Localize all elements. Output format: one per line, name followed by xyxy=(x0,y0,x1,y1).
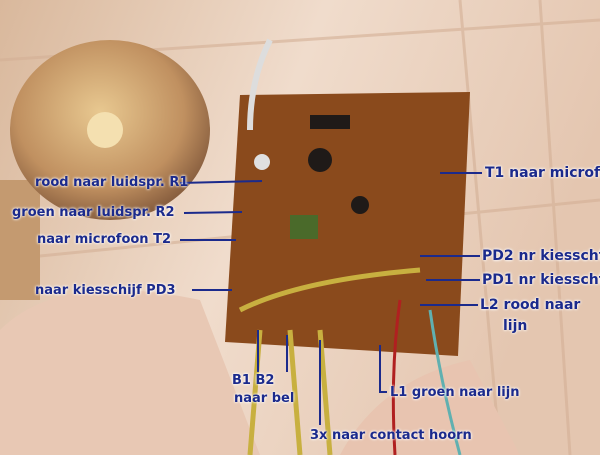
label-naar-bel: naar bel xyxy=(234,391,295,406)
label-pd1: PD1 nr kiesschf. xyxy=(482,272,600,288)
label-pd2: PD2 nr kiesschf. xyxy=(482,248,600,264)
annotation-lines xyxy=(179,172,482,425)
label-l2-cont: lijn xyxy=(503,318,528,334)
label-r2: groen naar luidspr. R2 xyxy=(12,205,175,220)
label-t2: naar microfoon T2 xyxy=(37,232,171,247)
pcb xyxy=(225,92,470,356)
hand xyxy=(0,290,260,455)
label-hoorn: 3x naar contact hoorn xyxy=(310,428,472,443)
label-l1: L1 groen naar lijn xyxy=(390,385,520,400)
label-b1-b2: B1 B2 xyxy=(232,373,275,388)
label-r1: rood naar luidspr. R1 xyxy=(35,175,189,190)
label-t1: T1 naar microf. xyxy=(485,165,600,181)
wood-block xyxy=(0,180,40,300)
label-l2: L2 rood naar xyxy=(480,297,581,313)
label-pd3: naar kiesschijf PD3 xyxy=(35,283,176,298)
